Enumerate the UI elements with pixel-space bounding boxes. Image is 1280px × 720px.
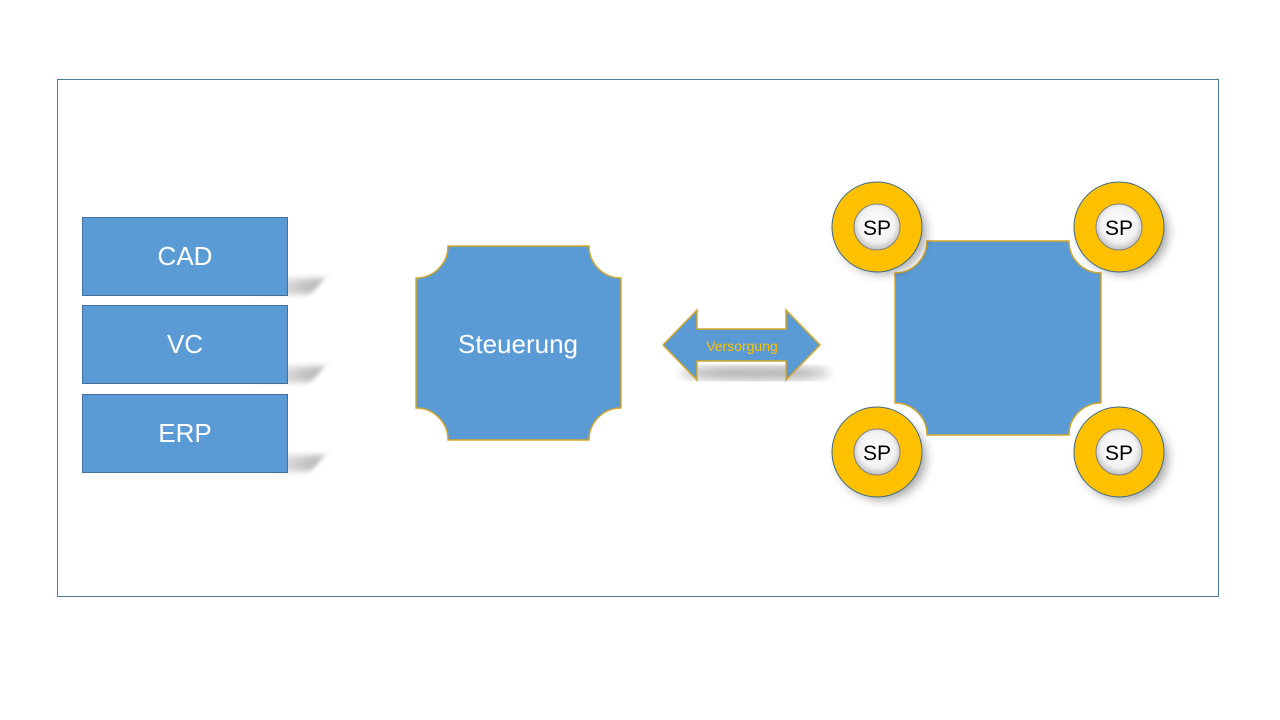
spindle-label: SP <box>1105 442 1133 465</box>
spindle-label: SP <box>863 442 891 465</box>
diagram-frame <box>57 79 1219 597</box>
machine-body-shape <box>894 240 1102 436</box>
vc-label: VC <box>166 329 204 359</box>
supply-arrow-shadow <box>680 366 830 380</box>
cad-label: CAD <box>157 241 213 271</box>
erp-box: ERP <box>82 394 288 473</box>
spindle-bottom-left: SP <box>831 406 923 498</box>
vc-box: VC <box>82 305 288 384</box>
spindle-top-left: SP <box>831 181 923 273</box>
erp-label: ERP <box>158 418 212 448</box>
cad-box: CAD <box>82 217 288 296</box>
spindle-label: SP <box>863 217 891 240</box>
spindle-label: SP <box>1105 217 1133 240</box>
control-unit-shape <box>415 245 622 441</box>
control-unit-label: Steuerung <box>458 329 578 359</box>
supply-arrow-label: Versorgung <box>706 338 778 354</box>
supply-double-arrow <box>661 308 822 382</box>
spindle-top-right: SP <box>1073 181 1165 273</box>
spindle-bottom-right: SP <box>1073 406 1165 498</box>
